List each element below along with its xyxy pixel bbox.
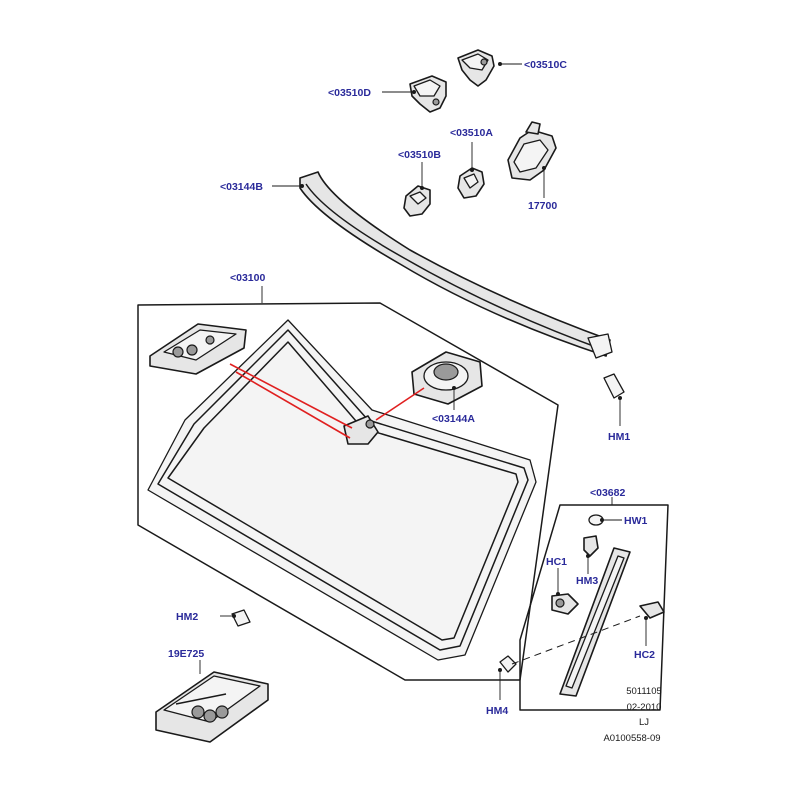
- bracket-03510A: [457, 167, 485, 199]
- meta-line-2: 02-2010: [627, 702, 662, 713]
- top-moulding-03144B: [299, 171, 613, 359]
- fitment-dash-line: [511, 615, 641, 665]
- red-callout-line-3: [375, 387, 425, 421]
- windscreen-glass: [147, 319, 537, 661]
- label-03144B: <03144B: [220, 181, 263, 193]
- clip-HC2: [639, 601, 665, 619]
- label-03510D: <03510D: [328, 87, 371, 99]
- label-03510C: <03510C: [524, 59, 567, 71]
- meta-line-1: 5011105: [626, 686, 662, 697]
- plug-HM2: [231, 609, 251, 627]
- label-03510B: <03510B: [398, 149, 441, 161]
- assembly-boundary-03682: [519, 504, 669, 711]
- meta-line-4: A0100558-09: [603, 733, 660, 744]
- label-HM3: HM3: [576, 575, 598, 587]
- leader-lines: [199, 62, 648, 700]
- bracket-03510D: [409, 75, 447, 113]
- label-HC1: HC1: [546, 556, 567, 568]
- label-03510A: <03510A: [450, 127, 493, 139]
- label-HC2: HC2: [634, 649, 655, 661]
- label-HM2: HM2: [176, 611, 198, 623]
- clip-HC1: [551, 593, 579, 615]
- label-HM1: HM1: [608, 431, 630, 443]
- meta-line-3: LJ: [639, 717, 649, 728]
- bracket-03510B: [403, 185, 431, 217]
- label-17700: 17700: [528, 200, 557, 212]
- a-pillar-trim: [559, 547, 631, 697]
- sensor-pad: [149, 323, 247, 375]
- label-03682: <03682: [590, 487, 625, 499]
- clip-HM4: [499, 655, 517, 673]
- rear-view-mirror-17700: [507, 121, 557, 181]
- label-03100: <03100: [230, 272, 265, 284]
- clip-HM3: [583, 535, 599, 557]
- label-HM4: HM4: [486, 705, 508, 717]
- label-03144A: <03144A: [432, 413, 475, 425]
- red-callout-line-1: [229, 363, 353, 429]
- red-callout-line-2: [235, 371, 351, 439]
- label-HW1: HW1: [624, 515, 647, 527]
- bracket-03510C: [457, 49, 495, 87]
- clip-HM1: [603, 373, 625, 399]
- mirror-mount-03144A: [411, 351, 483, 405]
- label-19E725: 19E725: [168, 648, 204, 660]
- repair-kit-19E725: [155, 671, 269, 743]
